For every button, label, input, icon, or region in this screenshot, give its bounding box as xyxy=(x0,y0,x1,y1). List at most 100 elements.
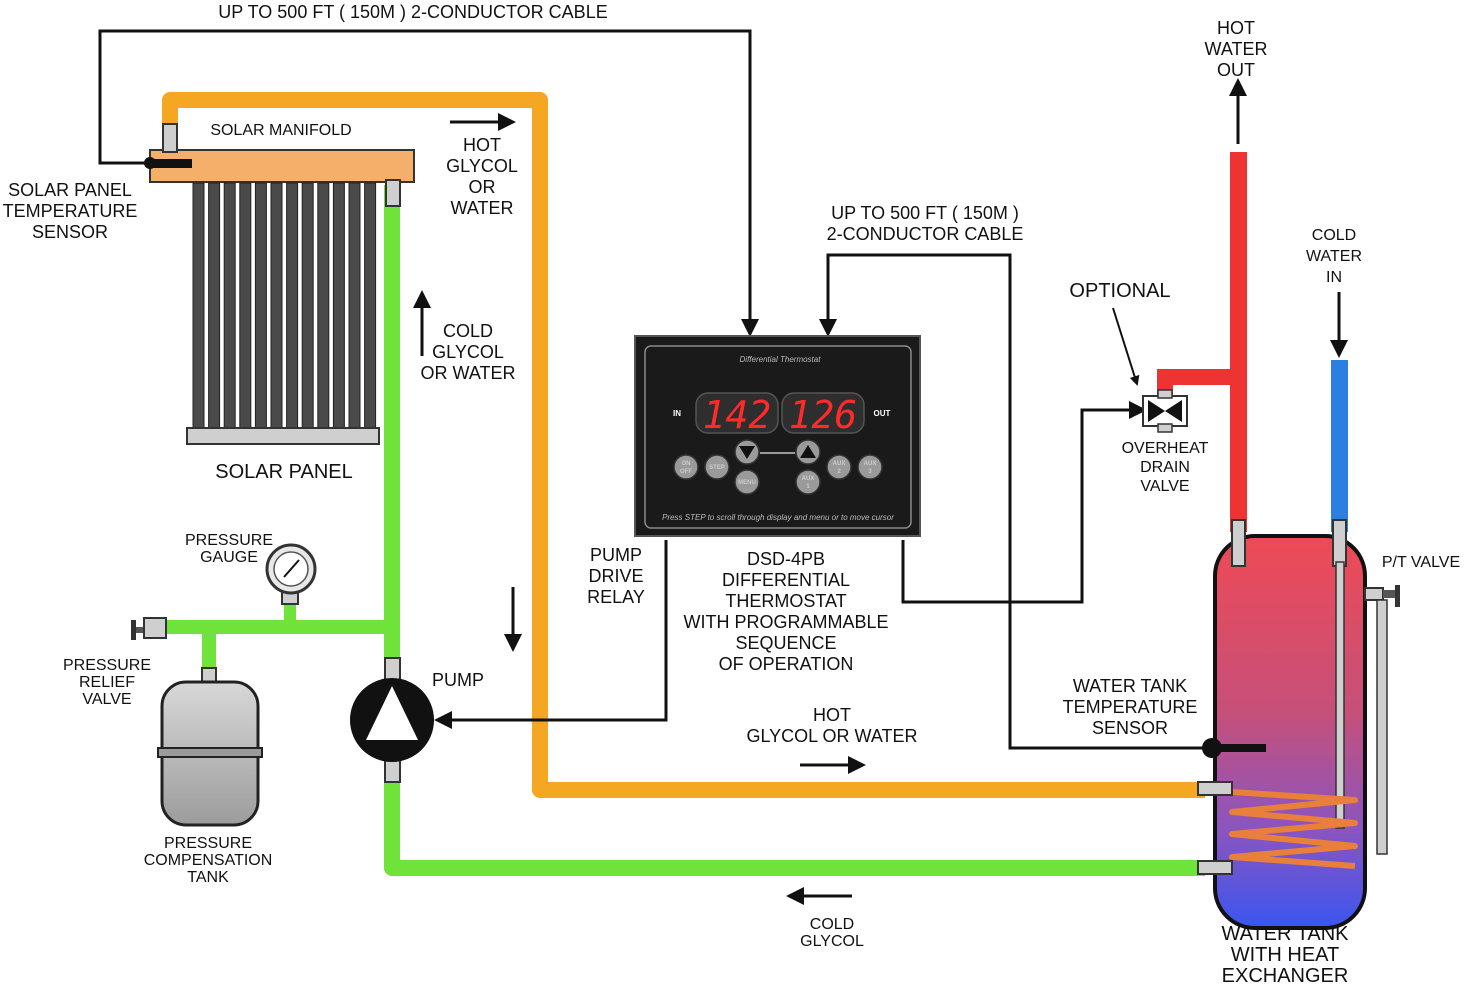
svg-text:SOLAR PANEL: SOLAR PANEL xyxy=(8,180,132,200)
heat-exchanger-coil xyxy=(1229,789,1358,869)
cold-water-in-label: COLD WATER IN xyxy=(1306,227,1362,286)
svg-text:WATER TANK: WATER TANK xyxy=(1073,676,1187,696)
up-button[interactable] xyxy=(795,439,821,465)
svg-text:MENU: MENU xyxy=(738,480,756,486)
tank-hot-outlet-fitting xyxy=(1231,519,1246,567)
water-tank xyxy=(1197,519,1367,930)
svg-text:THERMOSTAT: THERMOSTAT xyxy=(725,591,846,611)
water-pipes xyxy=(1157,152,1348,532)
hot-glycol-top-label: HOT GLYCOL OR WATER xyxy=(446,135,518,218)
controller-title: Differential Thermostat xyxy=(740,355,822,364)
svg-text:2-CONDUCTOR CABLE: 2-CONDUCTOR CABLE xyxy=(827,224,1024,244)
svg-text:PRESSURE: PRESSURE xyxy=(164,835,252,852)
svg-text:WATER TANK: WATER TANK xyxy=(1221,923,1349,945)
svg-text:2: 2 xyxy=(837,469,841,475)
svg-text:ON: ON xyxy=(682,461,691,467)
svg-text:GLYCOL OR WATER: GLYCOL OR WATER xyxy=(746,726,917,746)
svg-text:PRESSURE: PRESSURE xyxy=(185,532,273,549)
aux2-button[interactable]: AUX 2 xyxy=(826,454,852,480)
svg-text:1: 1 xyxy=(806,484,810,490)
svg-text:AUX: AUX xyxy=(864,461,877,467)
dsd-4pb-controller: Differential Thermostat IN OUT 142 126 O… xyxy=(634,335,921,537)
labels: UP TO 500 FT ( 150M ) 2-CONDUCTOR CABLE … xyxy=(3,2,1460,987)
aux1-button[interactable]: AUX 1 xyxy=(795,469,821,495)
solar-tube xyxy=(332,182,345,429)
svg-text:WITH HEAT: WITH HEAT xyxy=(1231,944,1340,966)
svg-text:VALVE: VALVE xyxy=(1140,478,1189,495)
solar-tube xyxy=(317,182,330,429)
svg-text:GLYCOL: GLYCOL xyxy=(446,156,518,176)
svg-text:DSD-4PB: DSD-4PB xyxy=(747,549,825,569)
tank-sensor-bulb xyxy=(1202,738,1222,758)
svg-text:COLD: COLD xyxy=(443,321,493,341)
solar-panel-base xyxy=(186,427,380,445)
solar-manifold-bar xyxy=(149,149,415,183)
cold-glycol-pipe xyxy=(384,185,1205,876)
pressure-compensation-tank xyxy=(157,667,263,827)
hot-water-pipe xyxy=(1230,152,1247,532)
pressure-relief-label: PRESSURE RELIEF VALVE xyxy=(63,657,151,708)
svg-text:WITH PROGRAMMABLE: WITH PROGRAMMABLE xyxy=(683,612,888,632)
manifold-inlet-fitting xyxy=(162,123,178,153)
aux3-button[interactable]: AUX 3 xyxy=(857,454,883,480)
svg-text:OFF: OFF xyxy=(680,469,692,475)
glycol-pipes xyxy=(160,92,1205,876)
pressure-gauge xyxy=(265,543,317,605)
svg-text:RELAY: RELAY xyxy=(587,587,645,607)
pump-triangle-icon xyxy=(366,686,418,740)
svg-text:OR WATER: OR WATER xyxy=(421,363,516,383)
solar-sensor-label: SOLAR PANEL TEMPERATURE SENSOR xyxy=(3,180,138,242)
solar-panel-label: SOLAR PANEL xyxy=(215,461,352,483)
gauge-needle-icon xyxy=(283,559,300,578)
step-button[interactable]: STEP xyxy=(704,454,730,480)
solar-tube xyxy=(270,182,283,429)
svg-text:GLYCOL: GLYCOL xyxy=(800,933,864,950)
controller-footer: Press STEP to scroll through display and… xyxy=(662,513,894,522)
svg-text:TANK: TANK xyxy=(187,869,229,886)
hot-glycol-pipe xyxy=(162,92,1205,798)
pt-discharge-pipe xyxy=(1376,599,1388,855)
cold-water-pipe xyxy=(1331,360,1348,532)
svg-text:UP TO 500 FT ( 150M ): UP TO 500 FT ( 150M ) xyxy=(831,203,1019,223)
solar-tube xyxy=(192,182,205,429)
svg-text:RELIEF: RELIEF xyxy=(79,674,135,691)
svg-text:STEP: STEP xyxy=(709,465,725,471)
tank-sensor-cable xyxy=(819,253,1205,750)
svg-text:OF OPERATION: OF OPERATION xyxy=(719,654,854,674)
down-button[interactable] xyxy=(734,439,760,465)
pressure-tank-label: PRESSURE COMPENSATION TANK xyxy=(144,835,273,886)
tank-sensor-probe xyxy=(1212,744,1266,752)
controller-case xyxy=(634,335,921,537)
svg-text:COMPENSATION: COMPENSATION xyxy=(144,852,273,869)
svg-text:DIFFERENTIAL: DIFFERENTIAL xyxy=(722,570,850,590)
hot-water-out-label: HOT WATER OUT xyxy=(1205,18,1268,80)
control-cables xyxy=(98,29,1205,750)
svg-text:OR: OR xyxy=(469,177,496,197)
overheat-drain-valve xyxy=(1142,389,1188,433)
svg-text:GLYCOL: GLYCOL xyxy=(432,342,504,362)
water-tank-label: WATER TANK WITH HEAT EXCHANGER xyxy=(1221,923,1349,987)
svg-text:OVERHEAT: OVERHEAT xyxy=(1122,440,1209,457)
display-out-value: 126 xyxy=(789,393,858,437)
solar-tube xyxy=(348,182,361,429)
svg-text:WATER: WATER xyxy=(1205,39,1268,59)
svg-text:WATER: WATER xyxy=(1306,248,1362,265)
solar-tube xyxy=(239,182,252,429)
flow-arrows xyxy=(413,78,1348,905)
cold-glycol-bottom-label: COLD GLYCOL xyxy=(800,916,864,950)
solar-tube xyxy=(301,182,314,429)
menu-button[interactable]: MENU xyxy=(734,469,760,495)
svg-text:3: 3 xyxy=(868,469,872,475)
svg-text:PUMP: PUMP xyxy=(590,545,642,565)
controller-in-label: IN xyxy=(673,409,681,418)
display-in-window xyxy=(695,392,779,434)
pump-relay-label: PUMP DRIVE RELAY xyxy=(587,545,645,607)
on-off-button[interactable]: ON OFF xyxy=(673,454,699,480)
solar-tube xyxy=(364,182,377,429)
tank-seam xyxy=(157,747,263,758)
svg-text:AUX: AUX xyxy=(802,476,815,482)
solar-temperature-sensor xyxy=(148,159,192,168)
solar-panel xyxy=(144,123,415,445)
mid-cable-label: UP TO 500 FT ( 150M ) 2-CONDUCTOR CABLE xyxy=(827,203,1024,244)
solar-tube xyxy=(208,182,221,429)
